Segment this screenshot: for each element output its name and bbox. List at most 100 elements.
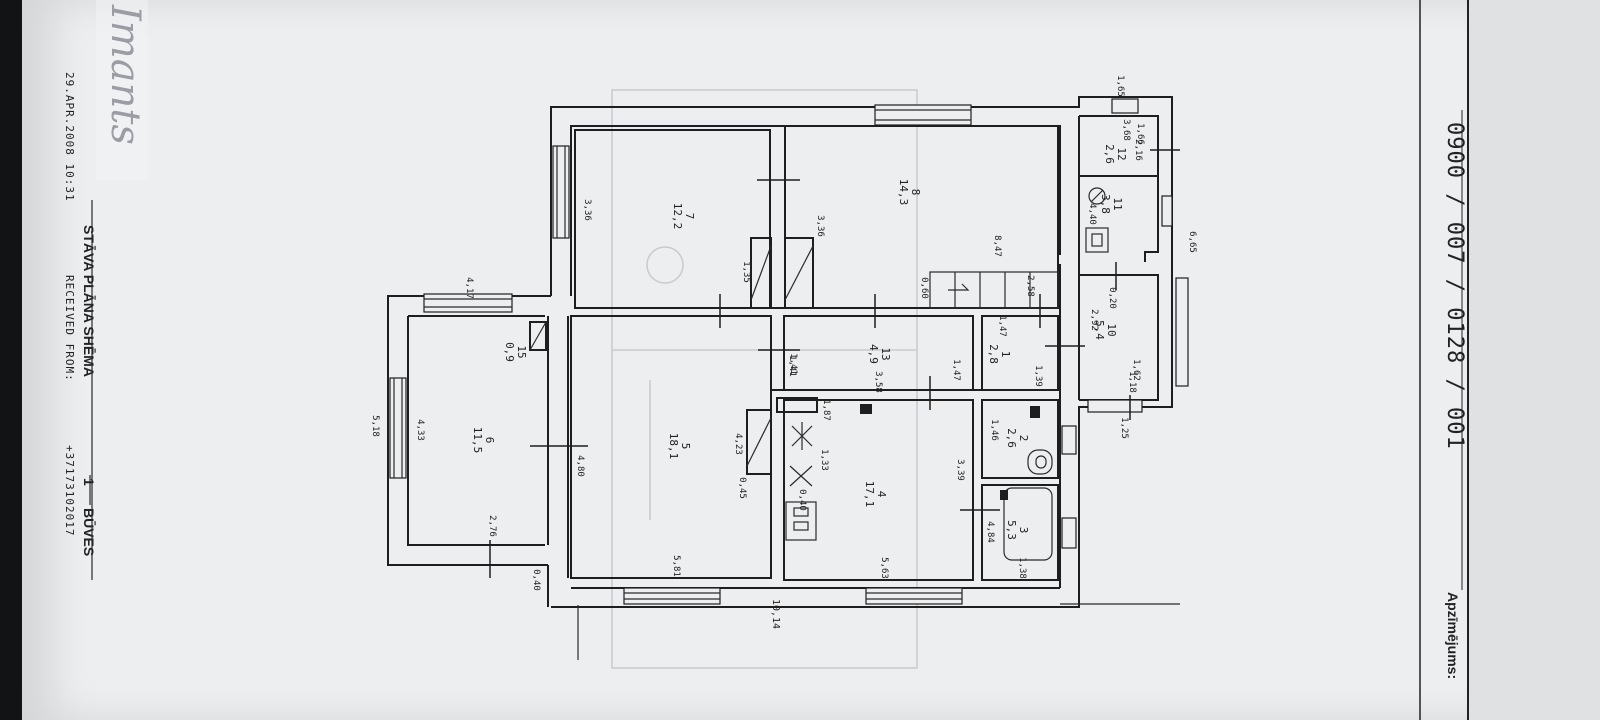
plan-text: 4	[875, 491, 888, 498]
dimension-label: 0,20	[1107, 287, 1117, 309]
floor-number: 1	[81, 478, 97, 486]
dimension-label: 0,40	[531, 569, 541, 591]
plan-text: 7	[683, 213, 696, 220]
dimension-label: 5,18	[370, 415, 380, 437]
plan-text: 3	[1017, 527, 1030, 534]
stoves	[529, 227, 1109, 475]
dimension-label: 8,47	[992, 235, 1002, 257]
plan-text: 11,5	[471, 427, 484, 454]
code-part: 001	[1442, 407, 1467, 450]
plan-text: 8	[909, 189, 922, 196]
dimension-label: 4,33	[415, 419, 425, 441]
dimension-label: 3,36	[815, 215, 825, 237]
dimension-label: 0,40	[797, 489, 807, 511]
dimension-label: 4,40	[1087, 203, 1097, 225]
dimension-label: 3,36	[582, 199, 592, 221]
plan-text: 12,2	[671, 203, 684, 230]
cooker-icon	[785, 501, 817, 541]
dimension-label: 6,65	[1187, 231, 1197, 253]
dimension-label: 1,41	[787, 355, 797, 377]
door-ticks	[489, 149, 1180, 578]
dimension-labels: 10,14 5,18 4,17 6,65 1,65 3,36 4,80 4,33…	[370, 75, 1197, 629]
room-label: 35,3	[1005, 520, 1030, 540]
room-label: 417,1	[863, 481, 888, 508]
plan-text: 13	[879, 347, 892, 360]
plan-text: 0,9	[503, 342, 516, 362]
dimension-label: 1,47	[951, 359, 961, 381]
window	[389, 377, 407, 479]
plan-text: 5,4	[1093, 320, 1106, 340]
window	[623, 587, 721, 605]
bathtub-icon	[1003, 487, 1053, 561]
dimension-label: 1,18	[1127, 371, 1137, 393]
interior-walls	[570, 125, 1060, 581]
dimension-label: 2,92	[1089, 309, 1099, 331]
room-label: 113,8	[1099, 194, 1124, 214]
room-label: 150,9	[503, 342, 528, 362]
windows	[389, 98, 1189, 605]
plan-text: 14,3	[897, 179, 910, 206]
plan-text: 5	[679, 443, 692, 450]
designation-label: Apzīmējums:	[1445, 592, 1461, 679]
designation-code: 0900 / 007 / 0128 / 001	[1442, 122, 1467, 450]
window	[874, 104, 972, 126]
dimension-label: 4,23	[733, 433, 743, 455]
plan-text: 3,8	[1099, 194, 1112, 214]
header-block: 29.APR.2008 10:31 RECEIVED FROM: +371731…	[63, 0, 148, 580]
door-marks	[860, 404, 1040, 500]
fax-phone: +37173102017	[63, 445, 76, 536]
dimension-label: 1,87	[821, 399, 831, 421]
right-margin: Apzīmējums: 0900 / 007 / 0128 / 001	[1419, 0, 1469, 720]
dimension-lines	[577, 603, 1180, 660]
window	[865, 587, 963, 605]
dimension-label: 0,60	[919, 277, 929, 299]
plan-title: STĀVA PLĀNA SHĒMA	[81, 225, 97, 377]
dimension-label: 1,25	[1119, 417, 1129, 439]
plan-text: 2,6	[1103, 144, 1116, 164]
dimension-label: 5,81	[671, 555, 681, 577]
fixtures	[785, 187, 1106, 561]
dimension-label: 10,14	[770, 599, 781, 629]
dimension-label: 2,16	[1133, 139, 1143, 161]
room-label: 134,9	[867, 344, 892, 364]
dimension-label: 4,80	[575, 455, 585, 477]
boiler-icon	[1088, 187, 1106, 205]
dimension-label: 3,68	[1121, 119, 1131, 141]
dimension-label: 4,17	[464, 277, 474, 299]
window	[1111, 98, 1139, 114]
plan-text: 2	[1017, 435, 1030, 442]
code-part: 007	[1442, 222, 1467, 265]
window	[552, 145, 570, 239]
fax-received: RECEIVED FROM:	[63, 275, 76, 382]
dimension-label: 1,35	[741, 261, 751, 283]
dimension-label: 3,58	[873, 371, 883, 393]
dimension-label: 3,39	[955, 459, 965, 481]
dimension-label: 1,33	[819, 449, 829, 471]
building-word: BŪVES	[81, 508, 97, 556]
dimension-label: 1,66	[1135, 123, 1145, 145]
room-labels: 12,8 22,6 35,3 417,1 518,1 611,5 712,2 8…	[471, 144, 1128, 540]
dimension-label: 2,58	[1025, 275, 1035, 297]
plan-text: 1	[999, 351, 1012, 358]
plan-text: 18,1	[667, 433, 680, 460]
plan-text: 2,6	[1005, 428, 1018, 448]
room-label: 814,3	[897, 179, 922, 206]
room-label: 12,8	[987, 344, 1012, 364]
dimension-label: 2,76	[487, 515, 497, 537]
window	[1061, 517, 1077, 549]
dimension-label: 4,84	[985, 521, 995, 543]
dimension-label: 0,45	[737, 477, 747, 499]
plan-text: 5,3	[1005, 520, 1018, 540]
dimension-label: 1,41	[788, 353, 798, 375]
code-part: 0128	[1442, 307, 1467, 364]
dimension-label: 1,46	[989, 419, 999, 441]
room-label: 122,6	[1103, 144, 1128, 164]
dimension-label: 5,63	[879, 557, 889, 579]
plan-text: 15	[515, 345, 528, 358]
dimension-label: 1,47	[997, 315, 1007, 337]
window	[1175, 277, 1189, 387]
dimension-label: 1,65	[1115, 75, 1125, 97]
dimension-label: 1,38	[1017, 557, 1027, 579]
